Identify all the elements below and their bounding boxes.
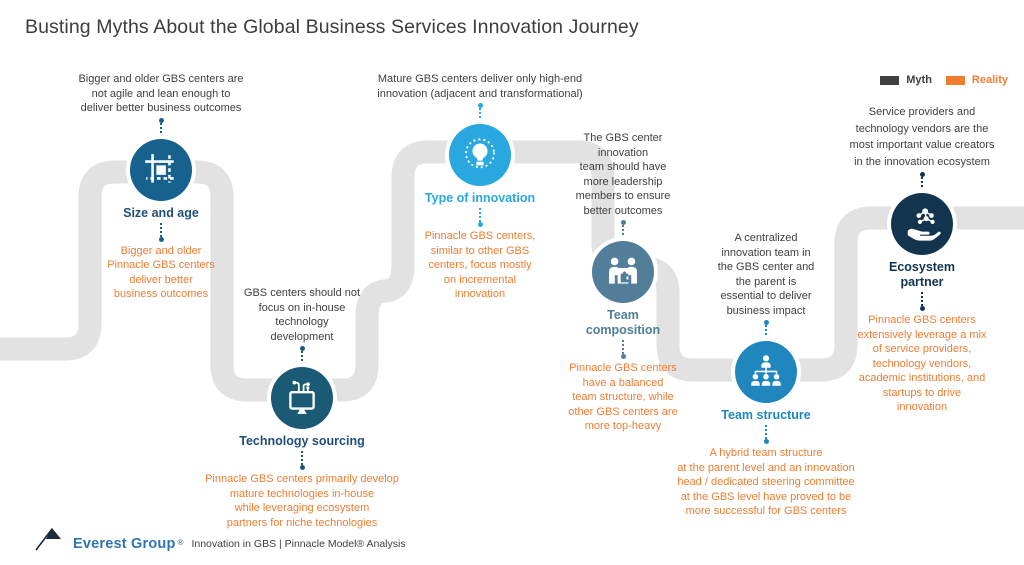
journey-path-line: [0, 140, 1024, 402]
stage-node: [592, 241, 654, 303]
stage-type-of-innovation: Mature GBS centers deliver only high-end…: [352, 72, 608, 302]
connector: [158, 222, 164, 242]
stage-technology-sourcing: GBS centers should not focus on in-house…: [196, 286, 408, 530]
page-title: Busting Myths About the Global Business …: [25, 16, 639, 38]
people-puzzle-icon: [609, 257, 637, 284]
myth-text: The GBS center innovation team should ha…: [575, 132, 671, 217]
reality-text: Pinnacle GBS centers extensively leverag…: [857, 314, 987, 413]
reality-swatch: [945, 75, 965, 85]
stage-node: [735, 341, 797, 403]
stage-ecosystem-partner: Service providers and technology vendors…: [810, 104, 1024, 415]
connector: [477, 103, 483, 122]
reality-text: A hybrid team structure at the parent le…: [677, 447, 855, 517]
legend-item-myth: Myth: [880, 74, 932, 86]
reality-legend-label: Reality: [971, 74, 1008, 86]
brand: Everest Group ®: [73, 536, 183, 552]
brand-name: Everest Group: [73, 536, 176, 552]
connector: [477, 208, 483, 227]
connector: [299, 346, 305, 365]
stage-label: Team composition: [585, 308, 661, 337]
stage-node: [891, 193, 953, 255]
myth-legend-label: Myth: [906, 74, 932, 86]
connector: [620, 220, 626, 239]
stage-node: [449, 124, 511, 186]
reality-text: Bigger and older Pinnacle GBS centers de…: [107, 244, 215, 301]
reality-text: Pinnacle GBS centers, similar to other G…: [424, 230, 536, 300]
myth-text: Mature GBS centers deliver only high-end…: [377, 73, 583, 100]
connector: [763, 425, 769, 444]
monitor-sprout-icon: [289, 380, 315, 414]
stage-label: Ecosystem partner: [888, 260, 955, 289]
stage-label: Size and age: [123, 205, 199, 220]
myth-text: Bigger and older GBS centers are not agi…: [78, 73, 244, 114]
legend-item-reality: Reality: [945, 74, 1008, 86]
stage-node: [130, 138, 192, 201]
stage-label: Type of innovation: [424, 191, 536, 205]
stage-size-and-age: Bigger and older GBS centers are not agi…: [55, 72, 267, 302]
connector: [158, 117, 164, 137]
connector: [919, 292, 925, 311]
stage-team-structure: A centralized innovation team in the GBS…: [640, 231, 892, 519]
connector: [620, 340, 626, 359]
hand-network-icon: [907, 208, 941, 241]
stage-label: Technology sourcing: [239, 434, 365, 448]
connector: [299, 451, 305, 470]
reality-text: Pinnacle GBS centers primarily develop m…: [205, 473, 399, 529]
legend: Myth Reality: [880, 74, 1008, 86]
myth-text: Service providers and technology vendors…: [849, 106, 995, 168]
crop-icon: [145, 153, 174, 183]
lightbulb-icon: [464, 138, 496, 169]
reality-text: Pinnacle GBS centers have a balanced tea…: [568, 362, 678, 432]
myth-text: GBS centers should not focus on in-house…: [243, 287, 361, 343]
myth-text: A centralized innovation team in the GBS…: [717, 232, 815, 317]
connector: [763, 320, 769, 339]
footer: Everest Group ® Innovation in GBS | Pinn…: [35, 525, 406, 552]
brand-registered-mark: ®: [177, 538, 184, 547]
footer-caption: Innovation in GBS | Pinnacle Model® Anal…: [191, 538, 406, 550]
myth-swatch: [880, 75, 900, 85]
connector: [919, 172, 925, 191]
stage-node: [271, 367, 333, 429]
everest-group-logo-icon: [35, 528, 61, 551]
stage-label: Team structure: [721, 408, 811, 422]
stage-team-composition: The GBS center innovation team should ha…: [533, 131, 713, 434]
org-chart-icon: [751, 355, 781, 386]
